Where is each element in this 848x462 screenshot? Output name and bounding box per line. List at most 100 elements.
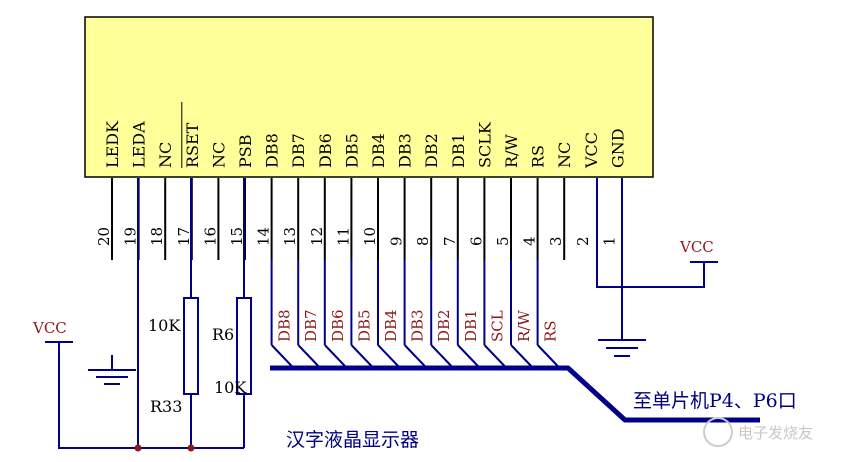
- junction-dot-2: [187, 444, 195, 452]
- pin-name-label: DB7: [289, 133, 308, 168]
- lcd-pin: DB1 7: [441, 133, 468, 260]
- pin-number-label: 18: [148, 227, 166, 246]
- pin-name-label: VCC: [582, 132, 601, 169]
- junction-dot-1: [134, 444, 142, 452]
- pin-number-label: 3: [547, 236, 565, 246]
- bus-entry: DB6: [323, 260, 348, 369]
- lcd-pins: LEDK20LEDA19NC18RSET17NC16PSB15DB814DB71…: [95, 102, 627, 260]
- bus-entry: DB5: [350, 260, 375, 369]
- pin-name-label: DB2: [422, 133, 441, 168]
- bus-entry: RS: [536, 260, 561, 369]
- bus-entry-diagonal: [350, 344, 375, 369]
- resistor-r33: [183, 297, 199, 395]
- pin-name-label: SCLK: [475, 121, 494, 168]
- vcc-label-left: VCC: [32, 319, 67, 337]
- watermark-logo-icon: [703, 417, 733, 447]
- pin-number-label: 13: [281, 227, 299, 246]
- pin-name-label: GND: [608, 128, 627, 168]
- pin-name-label: DB5: [342, 133, 361, 168]
- pin-name-label: DB1: [449, 133, 468, 168]
- lcd-pin: RS 4: [521, 145, 548, 260]
- bus-entry-diagonal: [403, 344, 428, 369]
- pin-name-label: DB6: [316, 133, 335, 168]
- pin-number-label: 8: [414, 236, 432, 246]
- diagram-caption: 汉字液晶显示器: [286, 429, 419, 451]
- pin-name-label: PSB: [236, 135, 255, 168]
- r33-wiring: [137, 178, 192, 448]
- pin-name-label: NC: [209, 142, 228, 168]
- pin-number-label: 14: [255, 227, 273, 246]
- r33-value: 10K: [148, 316, 181, 335]
- bus-signal-label: DB7: [302, 309, 320, 342]
- lcd-module: [84, 16, 654, 178]
- pin-number-label: 19: [122, 227, 140, 246]
- watermark: 电子发烧友: [703, 417, 813, 447]
- pin-name-label: R/W: [502, 134, 521, 168]
- lcd-pin: DB2 8: [414, 133, 441, 260]
- pin-number-label: 10: [361, 227, 379, 246]
- bus-signal-label: DB2: [435, 309, 453, 342]
- pin-number-label: 7: [441, 236, 459, 246]
- ground-symbol-pin1: [598, 178, 646, 357]
- bus-signal-label: DB1: [462, 309, 480, 342]
- resistor-r6: [236, 297, 252, 395]
- bus-entry: DB2: [430, 260, 454, 369]
- bus-entry-diagonal: [430, 344, 454, 369]
- bus-entry-diagonal: [324, 344, 348, 369]
- pin-number-label: 17: [175, 227, 193, 246]
- pin-number-label: 6: [467, 236, 485, 246]
- pin-number-label: 20: [95, 227, 113, 246]
- bus-signal-label: DB5: [355, 309, 373, 342]
- lcd-pin: DB6 12: [308, 133, 335, 260]
- pin-name-label: RS: [529, 145, 548, 168]
- bus-signal-label: DB3: [409, 309, 427, 342]
- pin-number-label: 4: [521, 236, 539, 246]
- pin-number-label: 2: [574, 236, 592, 246]
- bus-signal-label: DB8: [276, 309, 294, 342]
- bus-signal-label: DB6: [329, 309, 347, 342]
- ground-symbol-lcd-leda: [88, 355, 136, 385]
- pin-name-label: NC: [555, 142, 574, 168]
- pin-name-label: RSET: [183, 122, 202, 168]
- bus-entry-diagonal: [270, 344, 295, 369]
- bus-entry-diagonal: [377, 344, 401, 369]
- bus-entry: DB3: [403, 260, 428, 369]
- pin-number-label: 16: [201, 227, 219, 246]
- lcd-pin: NC 16: [201, 142, 228, 260]
- pin-number-label: 12: [308, 227, 326, 246]
- bus-entry-diagonal: [297, 344, 321, 369]
- r6-value: 10K: [214, 378, 247, 397]
- pin-number-label: 5: [494, 236, 512, 246]
- r6-ref: R6: [212, 325, 234, 344]
- vcc-net-left: [45, 341, 244, 449]
- pin-name-label: LEDA: [130, 121, 149, 168]
- bus-entry-diagonal: [536, 344, 561, 369]
- lcd-pin: DB7 13: [281, 133, 308, 260]
- data-bus: [270, 365, 760, 423]
- bus-signal-label: RS: [542, 320, 560, 342]
- pin-number-label: 1: [600, 236, 618, 246]
- bus-entry: DB4: [377, 260, 401, 369]
- pin-name-label: DB8: [263, 133, 282, 168]
- bus-entry: R/W: [510, 260, 534, 369]
- vcc-net-pin2: [596, 178, 718, 288]
- bus-entry-diagonal: [483, 344, 508, 369]
- bus-entry: SCL: [483, 260, 508, 369]
- bus-entry: DB1: [456, 260, 481, 369]
- lcd-pin: GND 1: [600, 128, 627, 246]
- pin-name-label: DB3: [396, 133, 415, 168]
- bus-entry: DB8: [270, 260, 295, 369]
- lcd-pin: R/W 5: [494, 134, 521, 260]
- bus-entry-diagonal: [510, 344, 534, 369]
- lcd-pin: LEDK 20: [95, 120, 122, 260]
- lcd-pin: NC 3: [547, 142, 574, 260]
- watermark-text: 电子发烧友: [738, 424, 813, 442]
- pin-name-label: LEDK: [103, 120, 122, 168]
- r33-ref: R33: [150, 397, 182, 416]
